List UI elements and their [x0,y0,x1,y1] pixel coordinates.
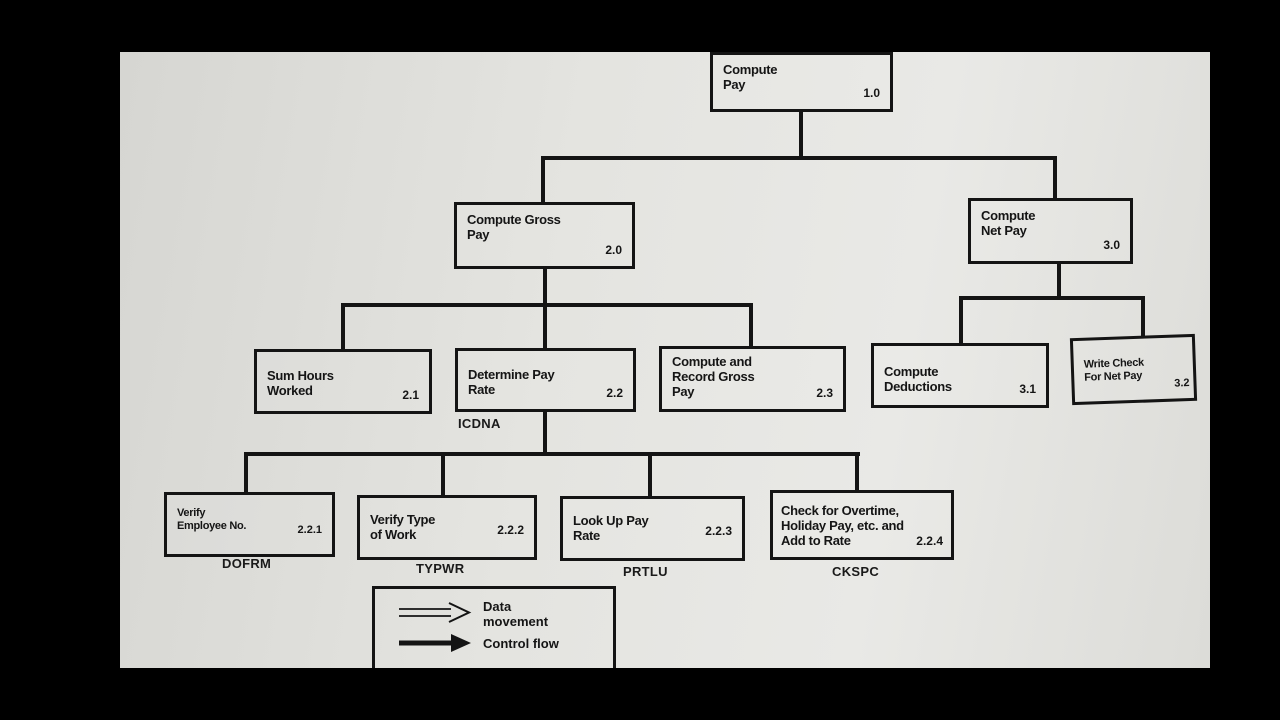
node-number: 2.0 [605,243,622,257]
node-label: Compute Net Pay [981,208,1036,238]
module-code-typwr: TYPWR [416,561,465,576]
legend-arrows [399,602,472,652]
module-code-icdna: ICDNA [458,416,501,431]
node-write-check: Write Check For Net Pay 3.2 [1069,333,1198,406]
node-label: Compute Deductions [884,364,952,394]
connector-lines [244,110,1145,496]
node-compute-deductions: Compute Deductions 3.1 [871,343,1049,408]
node-label: Verify Type of Work [370,512,436,542]
document-photo: Compute Pay 1.0 Compute Gross Pay 2.0 Co… [120,52,1210,668]
node-label: Compute and Record Gross Pay [672,354,755,399]
node-label: Sum Hours Worked [267,368,334,398]
node-determine-pay-rate: Determine Pay Rate 2.2 [455,348,636,412]
node-sum-hours-worked: Sum Hours Worked 2.1 [254,349,432,414]
module-code-ckspc: CKSPC [832,564,880,579]
node-number: 2.2.1 [297,524,322,536]
node-check-for-overtime: Check for Overtime, Holiday Pay, etc. an… [770,490,954,560]
node-label: Write Check For Net Pay [1083,356,1145,384]
module-code-dofrm: DOFRM [222,556,272,571]
node-verify-type-of-work: Verify Type of Work 2.2.2 [357,495,537,560]
node-label: Look Up Pay Rate [573,513,649,543]
node-label: Compute Pay [723,62,778,92]
node-compute-net-pay: Compute Net Pay 3.0 [968,198,1133,264]
node-compute-gross-pay: Compute Gross Pay 2.0 [454,202,635,269]
node-look-up-pay-rate: Look Up Pay Rate 2.2.3 [560,496,745,561]
node-number: 2.1 [402,388,419,402]
node-number: 2.2 [606,386,623,400]
node-label: Check for Overtime, Holiday Pay, etc. an… [781,503,904,548]
node-number: 3.2 [1174,377,1190,390]
node-number: 3.1 [1019,382,1036,396]
node-number: 2.2.4 [916,534,943,548]
legend-data-movement-label: Data movement [483,599,549,629]
legend: Data movement Control flow [372,586,616,668]
node-label: Verify Employee No. [177,507,247,532]
node-number: 2.2.3 [705,524,732,538]
module-code-prtlu: PRTLU [623,564,668,579]
node-number: 2.2.2 [497,523,524,537]
node-number: 2.3 [816,386,833,400]
node-label: Determine Pay Rate [468,367,555,397]
node-compute-pay: Compute Pay 1.0 [710,52,893,112]
node-label: Compute Gross Pay [467,212,561,242]
node-verify-employee-no: Verify Employee No. 2.2.1 [164,492,335,557]
node-number: 1.0 [863,86,880,100]
node-number: 3.0 [1103,238,1120,252]
data-movement-arrow-icon [399,602,472,623]
legend-control-flow-label: Control flow [483,636,559,651]
node-compute-record-gross-pay: Compute and Record Gross Pay 2.3 [659,346,846,412]
control-flow-arrow-icon [399,634,471,652]
